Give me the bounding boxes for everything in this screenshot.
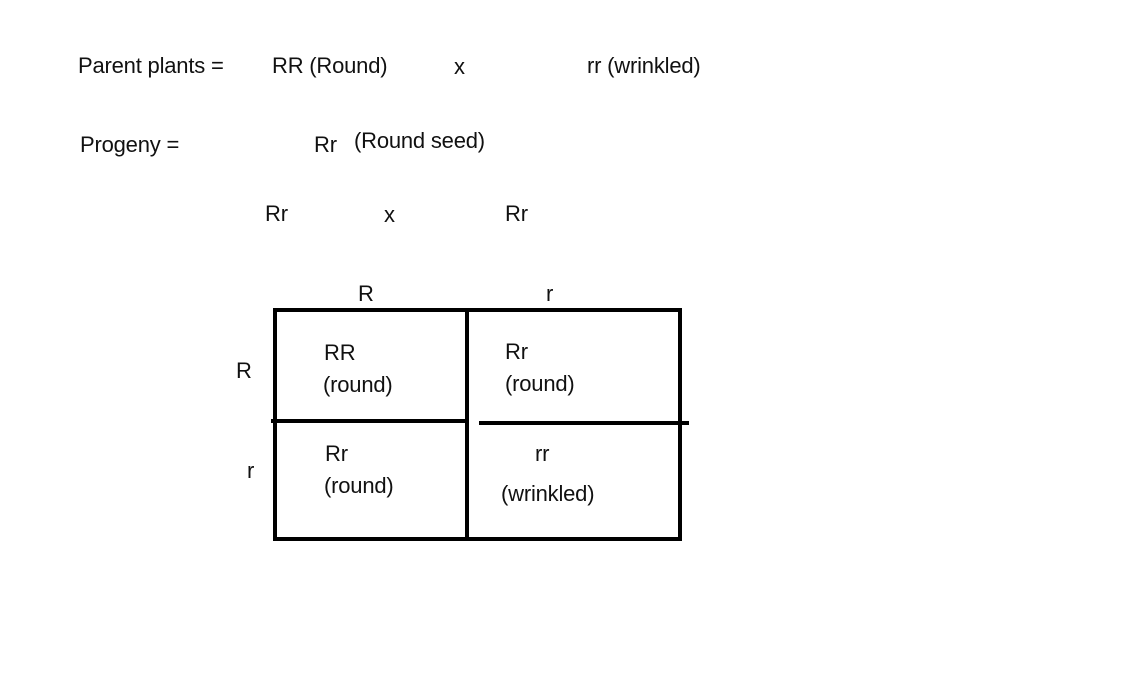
progeny-label: Progeny = — [80, 132, 180, 157]
cross-symbol: x — [454, 54, 465, 79]
row-allele-R: R — [236, 358, 252, 383]
grid-vertical-divider — [465, 308, 469, 541]
f1-parent-1: Rr — [265, 201, 288, 226]
cell-phenotype-Rr-top: (round) — [505, 371, 575, 396]
progeny-genotype: Rr — [314, 132, 337, 157]
parent-1-genotype: RR (Round) — [272, 53, 388, 78]
column-allele-r: r — [546, 281, 554, 306]
grid-horizontal-divider-right — [479, 421, 689, 425]
cell-genotype-Rr-bottom: Rr — [325, 441, 348, 466]
grid-left-border — [273, 308, 277, 541]
f1-cross-symbol: x — [384, 202, 395, 227]
parent-2-genotype: rr (wrinkled) — [587, 53, 701, 78]
column-allele-R: R — [358, 281, 374, 306]
cell-genotype-rr: rr — [535, 441, 550, 466]
cell-genotype-Rr-top: Rr — [505, 339, 528, 364]
grid-top-border — [273, 308, 682, 312]
cell-phenotype-RR: (round) — [323, 372, 393, 397]
progeny-phenotype: (Round seed) — [354, 128, 485, 153]
cell-phenotype-rr: (wrinkled) — [501, 481, 595, 506]
cell-phenotype-Rr-bottom: (round) — [324, 473, 394, 498]
grid-bottom-border — [273, 537, 682, 541]
row-allele-r: r — [247, 458, 255, 483]
cell-genotype-RR: RR — [324, 340, 356, 365]
grid-horizontal-divider-left — [271, 419, 469, 423]
parent-plants-label: Parent plants = — [78, 53, 224, 78]
f1-parent-2: Rr — [505, 201, 528, 226]
